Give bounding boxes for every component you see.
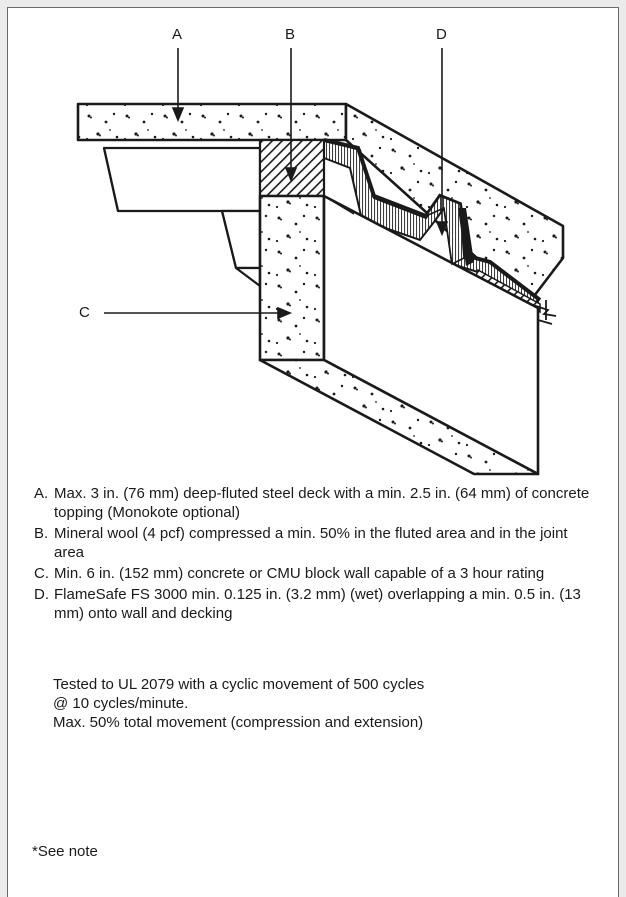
callout-label-b: B — [285, 26, 296, 43]
section-break-marks — [529, 300, 557, 325]
note-letter: A. — [34, 485, 49, 502]
note-b: B. Mineral wool (4 pcf) compressed a min… — [34, 524, 594, 562]
footnote: *See note — [32, 843, 98, 860]
note-text: Max. 3 in. (76 mm) deep-fluted steel dec… — [54, 485, 590, 521]
leader-arrow-b — [284, 48, 298, 183]
note-a: A. Max. 3 in. (76 mm) deep-fluted steel … — [34, 484, 594, 522]
note-text: FlameSafe FS 3000 min. 0.125 in. (3.2 mm… — [54, 586, 581, 622]
legend-notes: A. Max. 3 in. (76 mm) deep-fluted steel … — [34, 484, 594, 625]
joint-detail-drawing — [76, 48, 565, 476]
note-c: C. Min. 6 in. (152 mm) concrete or CMU b… — [34, 564, 594, 583]
detail-sheet: A B C D A. Max. 3 in. (76 mm) deep-flute… — [7, 7, 619, 897]
note-letter: B. — [34, 525, 49, 542]
firestop-spray — [423, 195, 474, 266]
test-statement: Tested to UL 2079 with a cyclic movement… — [53, 675, 583, 732]
note-letter: D. — [34, 586, 49, 603]
note-text: Mineral wool (4 pcf) compressed a min. 5… — [54, 525, 568, 561]
callout-label-a: A — [172, 26, 183, 43]
test-line-3: Max. 50% total movement (compression and… — [53, 714, 424, 731]
note-d: D. FlameSafe FS 3000 min. 0.125 in. (3.2… — [34, 585, 594, 623]
leader-arrow-c — [104, 306, 293, 320]
note-letter: C. — [34, 565, 49, 582]
test-line-1: Tested to UL 2079 with a cyclic movement… — [53, 676, 425, 693]
deck-rib-left — [102, 146, 262, 288]
cmu-wall — [258, 194, 540, 476]
callout-label-d: D — [436, 26, 447, 43]
leader-arrow-d — [435, 48, 449, 237]
note-text: Min. 6 in. (152 mm) concrete or CMU bloc… — [54, 565, 545, 582]
leader-arrow-a — [171, 48, 185, 123]
test-line-2: @ 10 cycles/minute. — [53, 695, 189, 712]
callout-label-c: C — [79, 304, 90, 321]
